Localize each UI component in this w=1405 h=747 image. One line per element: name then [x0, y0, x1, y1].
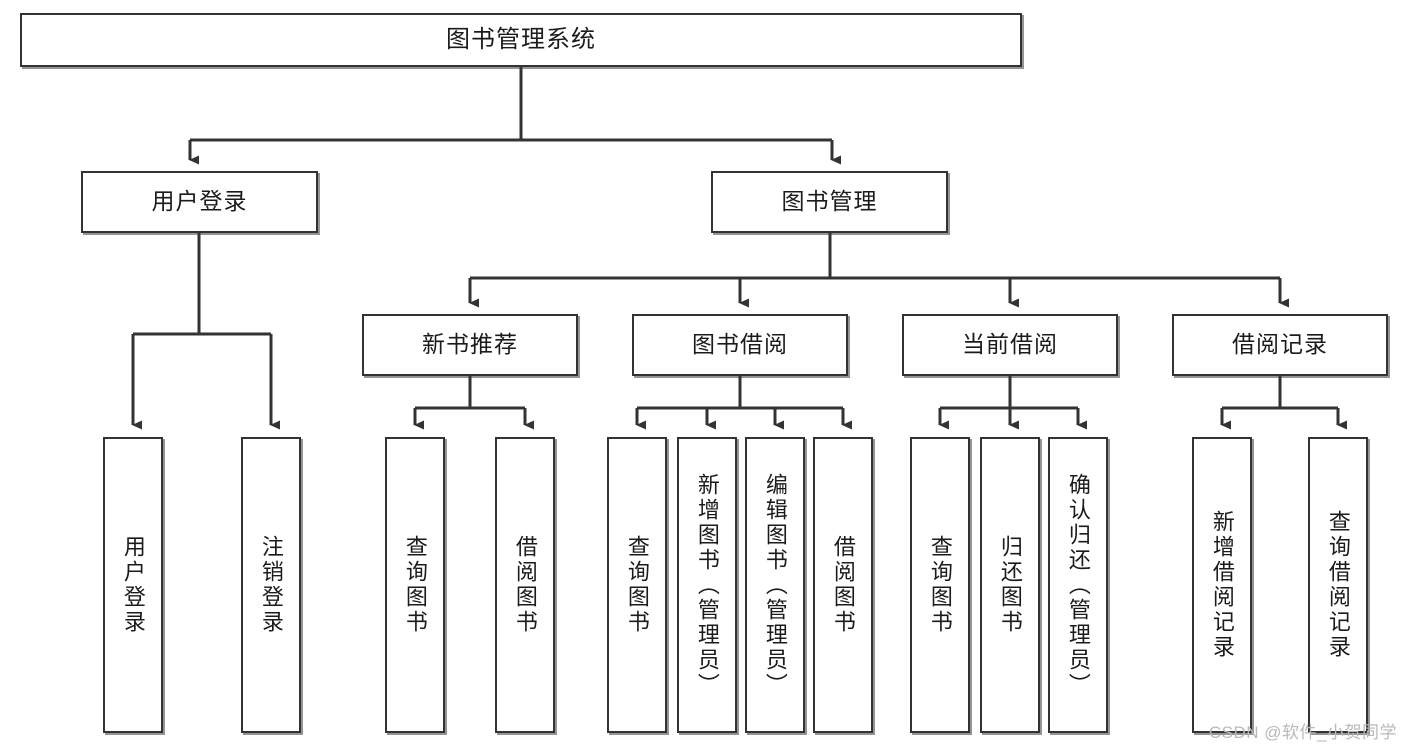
- leaf-book-borrow-query-book[interactable]: 查询图书: [607, 437, 667, 733]
- leaf-user-login-logout[interactable]: 注销登录: [241, 437, 301, 733]
- leaf-book-borrow-edit-book-admin[interactable]: 编辑图书（管理员）: [745, 437, 805, 733]
- leaf-user-login-login[interactable]: 用户登录: [103, 437, 163, 733]
- node-user-login[interactable]: 用户登录: [81, 171, 318, 233]
- node-new-book-recommend[interactable]: 新书推荐: [362, 314, 578, 376]
- leaf-new-book-borrow-book[interactable]: 借阅图书: [495, 437, 555, 733]
- node-label: 借阅图书: [512, 535, 538, 635]
- leaf-new-book-query-book[interactable]: 查询图书: [385, 437, 445, 733]
- leaf-borrow-record-query-record[interactable]: 查询借阅记录: [1308, 437, 1368, 733]
- node-label: 新书推荐: [422, 331, 518, 358]
- node-label: 查询借阅记录: [1325, 510, 1351, 660]
- leaf-current-borrow-confirm-return-admin[interactable]: 确认归还（管理员）: [1048, 437, 1108, 733]
- leaf-borrow-record-add-record[interactable]: 新增借阅记录: [1192, 437, 1252, 733]
- node-book-management[interactable]: 图书管理: [711, 171, 948, 233]
- node-borrow-record[interactable]: 借阅记录: [1172, 314, 1388, 376]
- node-label: 新增图书（管理员）: [694, 472, 720, 698]
- leaf-current-borrow-query-book[interactable]: 查询图书: [910, 437, 970, 733]
- leaf-current-borrow-return-book[interactable]: 归还图书: [980, 437, 1040, 733]
- node-label: 当前借阅: [962, 331, 1058, 358]
- node-label: 新增借阅记录: [1209, 510, 1235, 660]
- node-label: 查询图书: [402, 535, 428, 635]
- node-label: 图书管理: [781, 188, 878, 215]
- leaf-book-borrow-add-book-admin[interactable]: 新增图书（管理员）: [677, 437, 737, 733]
- node-root-book-management-system[interactable]: 图书管理系统: [20, 13, 1022, 67]
- node-label: 查询图书: [624, 535, 650, 635]
- node-label: 借阅记录: [1232, 331, 1328, 358]
- node-label: 图书借阅: [692, 331, 788, 358]
- csdn-watermark: CSDN @软件_小贺同学: [1208, 723, 1397, 742]
- node-label: 借阅图书: [830, 535, 856, 635]
- node-label: 用户登录: [151, 188, 248, 215]
- node-label: 确认归还（管理员）: [1065, 472, 1091, 698]
- node-book-borrow[interactable]: 图书借阅: [632, 314, 848, 376]
- node-label: 查询图书: [927, 535, 953, 635]
- node-label: 图书管理系统: [446, 25, 596, 53]
- node-current-borrow[interactable]: 当前借阅: [902, 314, 1118, 376]
- node-label: 归还图书: [997, 535, 1023, 635]
- node-label: 编辑图书（管理员）: [762, 472, 788, 698]
- node-label: 注销登录: [258, 535, 284, 635]
- node-label: 用户登录: [120, 535, 146, 635]
- leaf-book-borrow-borrow-book[interactable]: 借阅图书: [813, 437, 873, 733]
